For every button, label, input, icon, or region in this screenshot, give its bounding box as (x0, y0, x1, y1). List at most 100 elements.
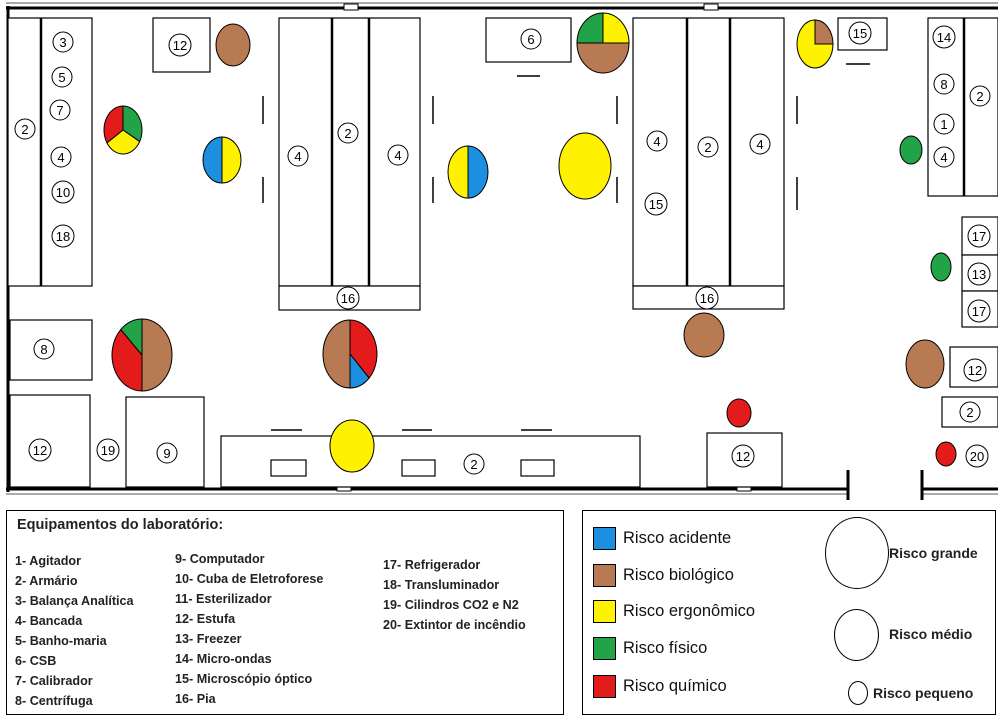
label-circle (969, 85, 991, 107)
risk-slice-ergonomico (106, 129, 141, 155)
risk-swatch-biologico (593, 563, 616, 587)
equipment-number-label: 16 (695, 286, 719, 310)
risk-legend: Risco acidente Risco biológico Risco erg… (582, 510, 996, 715)
label-circle (387, 144, 409, 166)
equipment-item: 16- Pia (175, 692, 216, 706)
risk-slice-ergonomico (602, 12, 630, 44)
label-circle (933, 113, 955, 135)
label-circle (520, 28, 542, 50)
estufa-box-bottom-left (9, 394, 91, 488)
risk-marker (447, 145, 489, 199)
label-number: 17 (972, 229, 986, 244)
equipment-number-label: 15 (644, 192, 668, 216)
label-circle (52, 31, 74, 53)
label-circle (28, 438, 52, 462)
risk-legend-item: Risco acidente (593, 525, 731, 551)
equipment-item: 3- Balança Analítica (15, 594, 134, 608)
risk-marker (322, 319, 378, 389)
risk-marker (215, 23, 251, 67)
equipment-number-label: 2 (969, 85, 991, 107)
risk-swatch-quimico (593, 674, 616, 698)
label-circle (156, 442, 178, 464)
equipment-number-label: 17 (967, 299, 991, 323)
risk-marker (796, 19, 834, 69)
label-number: 10 (56, 185, 70, 200)
label-circle (33, 338, 55, 360)
risk-legend-item: Risco ergonômico (593, 598, 755, 624)
label-number: 2 (470, 457, 477, 472)
equipment-number-label: 4 (50, 146, 72, 168)
equipment-number-label: 20 (965, 444, 989, 468)
risk-slice-fisico (576, 12, 604, 44)
floor-marks (262, 63, 870, 431)
label-number: 4 (653, 134, 660, 149)
risk-size-medium-label: Risco médio (889, 626, 973, 642)
risk-marker (111, 318, 173, 392)
risk-size-medium-circle (834, 609, 879, 661)
equipment-item: 13- Freezer (175, 632, 242, 646)
equipment-number-label: 4 (287, 145, 309, 167)
risk-slice-ergonomico (221, 136, 242, 184)
equipment-legend-col2: 9- Computador 10- Cuba de Eletroforese 1… (175, 549, 323, 709)
risk-slice-quimico (111, 328, 143, 392)
equipment-item: 10- Cuba de Eletroforese (175, 572, 324, 586)
label-circle (51, 66, 73, 88)
equipment-item: 1- Agitador (15, 554, 82, 568)
equipment-number-label: 14 (932, 25, 956, 49)
label-number: 19 (101, 443, 115, 458)
label-number: 6 (527, 32, 534, 47)
equipment-number-label: 19 (96, 438, 120, 462)
label-number: 8 (40, 342, 47, 357)
label-circle (933, 73, 955, 95)
risk-marker (899, 135, 923, 165)
equipment-item: 6- CSB (15, 654, 57, 668)
label-number: 2 (21, 122, 28, 137)
risk-marker (558, 132, 612, 200)
risk-label: Risco físico (623, 638, 708, 657)
equipment-number-label: 12 (963, 358, 987, 382)
equipment-item: 14- Micro-ondas (175, 652, 272, 666)
equipment-item: 9- Computador (175, 552, 265, 566)
label-number: 4 (57, 150, 64, 165)
label-circle (51, 224, 75, 248)
label-circle (644, 192, 668, 216)
estufa-box-bottom (125, 396, 205, 488)
label-number: 12 (173, 38, 187, 53)
risk-slice-fisico (122, 105, 143, 143)
equipment-item: 2- Armário (15, 574, 78, 588)
label-number: 16 (700, 291, 714, 306)
equipment-number-label: 16 (336, 286, 360, 310)
computer-bench (220, 435, 641, 488)
risk-legend-item: Risco químico (593, 673, 727, 699)
equipment-item: 8- Centrífuga (15, 694, 93, 708)
risk-slice-quimico (349, 319, 378, 379)
equipment-number-label: 1 (933, 113, 955, 135)
equipment-item: 18- Transluminador (383, 578, 500, 592)
label-circle (646, 130, 668, 152)
risk-label: Risco biológico (623, 565, 734, 584)
equipment-legend: Equipamentos do laboratório: 1- Agitador… (6, 510, 564, 715)
label-number: 8 (940, 77, 947, 92)
risk-legend-item: Risco biológico (593, 562, 734, 588)
risk-label: Risco químico (623, 676, 727, 695)
label-number: 15 (853, 26, 867, 41)
label-circle (933, 146, 955, 168)
label-circle (51, 180, 75, 204)
label-circle (749, 133, 771, 155)
equipment-number-label: 6 (520, 28, 542, 50)
equipment-item: 17- Refrigerador (383, 558, 481, 572)
risk-slice-acidente (202, 136, 223, 184)
risk-slice-ergonomico (329, 419, 375, 473)
equipment-number-label: 15 (848, 21, 872, 45)
risk-marker (103, 105, 143, 155)
risk-swatch-fisico (593, 636, 616, 660)
equipment-number-label: 4 (749, 133, 771, 155)
equipment-item: 11- Esterilizador (175, 592, 272, 606)
equipment-number-label: 4 (387, 144, 409, 166)
equipment-number-label: 12 (168, 33, 192, 57)
label-circle (697, 136, 719, 158)
risk-slice-biologico (141, 318, 173, 392)
equipment-number-label: 2 (14, 118, 36, 140)
equipment-item: 7- Calibrador (15, 674, 93, 688)
